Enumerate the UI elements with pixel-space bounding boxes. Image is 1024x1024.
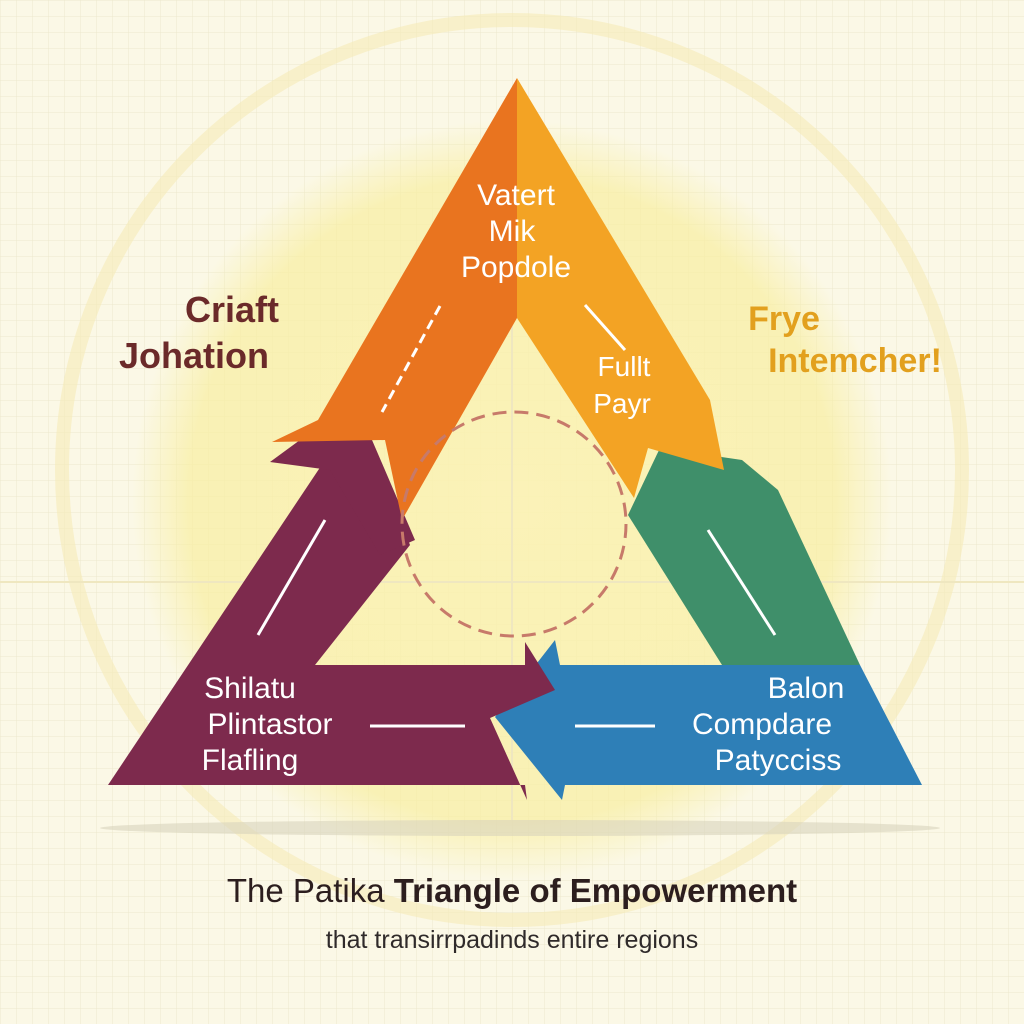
left-label: Criaft Johation (119, 289, 279, 376)
caption-subtitle: that transirrpadinds entire regions (325, 926, 699, 954)
floor-shadow (100, 820, 940, 836)
top-right-inner-label: Fullt Payr (593, 351, 651, 419)
top-left-stroke (380, 305, 442, 413)
bottom-left-label: Shilatu Plintastor Flafling (202, 672, 333, 777)
bottom-right-label: Balon Compdare Patycciss (692, 672, 844, 777)
top-arrow-right (517, 78, 724, 498)
top-right-inner-label-line: Payr (593, 388, 651, 419)
right-arrow (628, 448, 860, 665)
bottom-left-label-line: Plintastor (207, 708, 332, 741)
caption-title: The Patika Triangle of Empowerment (0, 872, 1024, 910)
left-arrow (108, 445, 555, 800)
bottom-left-label-line: Shilatu (204, 672, 296, 705)
bottom-right-label-line: Compdare (692, 708, 832, 741)
top-right-stroke (583, 304, 627, 351)
right-stroke (706, 529, 777, 636)
right-label: Frye Intemcher! (748, 300, 942, 380)
left-label-line: Johation (119, 335, 269, 376)
bottom-left-label-line: Flafling (202, 744, 299, 777)
right-label-line: Frye (748, 300, 820, 338)
background-ring (55, 13, 969, 927)
caption-title-bold: Triangle of Empowerment (393, 872, 798, 909)
top-label: Vatert Mik Popdole (461, 179, 571, 284)
top-label-line: Popdole (461, 251, 571, 284)
caption-title-prefix: The Patika (226, 872, 394, 909)
bottom-right-label-line: Patycciss (715, 744, 842, 777)
left-label-line: Criaft (185, 289, 279, 330)
right-label-line: Intemcher! (768, 342, 942, 380)
left-stroke (256, 519, 327, 636)
top-right-inner-label-line: Fullt (598, 351, 651, 382)
dashed-circle (400, 410, 628, 638)
bottom-right-label-line: Balon (768, 672, 845, 705)
top-arrow-left (272, 78, 517, 520)
bottom-arrow (495, 640, 922, 800)
left-arrow-head (270, 440, 415, 555)
top-label-line: Vatert (477, 179, 555, 212)
top-label-line: Mik (489, 215, 537, 248)
